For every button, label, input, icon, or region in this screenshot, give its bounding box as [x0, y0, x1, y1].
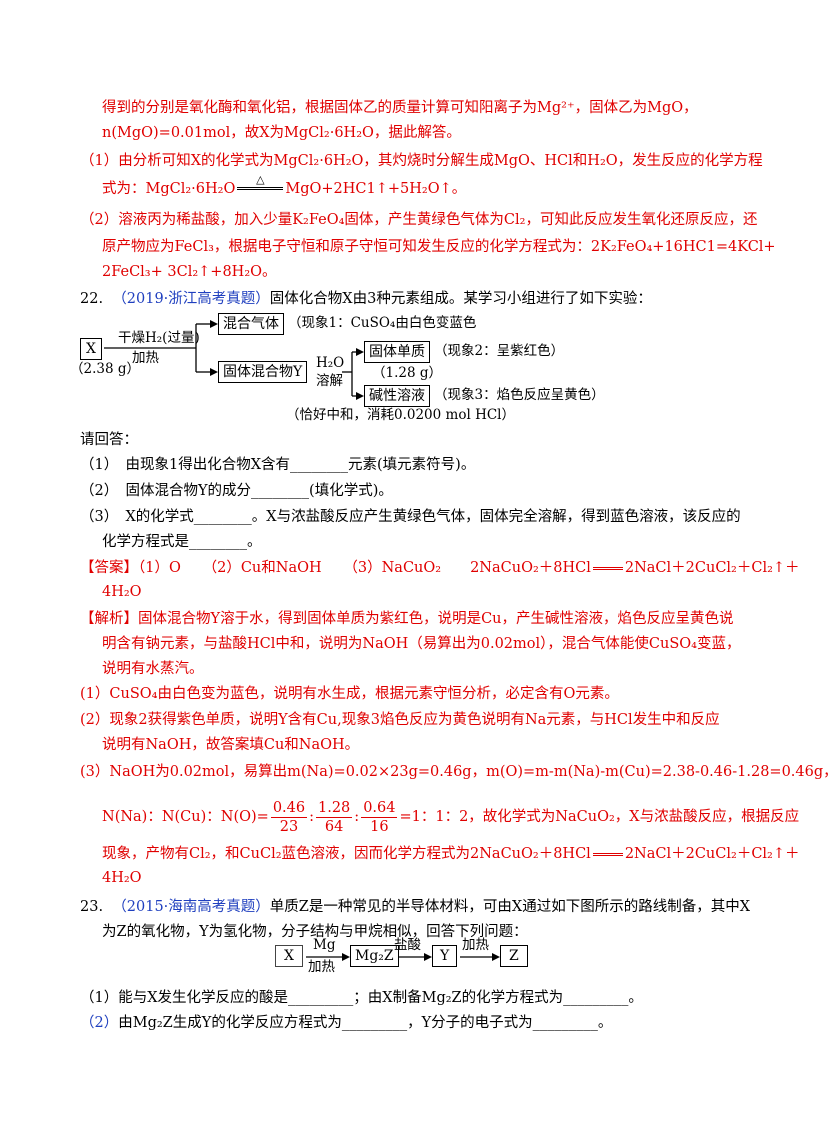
fraction-denominator: 23 [279, 818, 299, 835]
analysis-line: 现象，产物有Cl₂，和CuCl₂蓝色溶液，因而化学方程式为2NaCuO₂＋8HC… [102, 844, 800, 864]
answer-line: 4H₂O [102, 584, 142, 600]
text-line: （1）由分析可知X的化学式为MgCl₂·6H₂O，其灼烧时分解生成MgO、HCl… [80, 153, 763, 169]
y-box: Y [432, 945, 458, 967]
step2-reagent: 盐酸 [394, 937, 421, 953]
analysis-line: (3）NaOH为0.02mol，易算出m(Na)=0.02×23g=0.46g，… [80, 764, 838, 780]
fraction-numerator: 1.28 [316, 799, 353, 818]
step1-condition: 加热 [132, 350, 159, 366]
analysis-line: (2）现象2获得紫色单质，说明Y含有Cu,现象3焰色反应为黄色说明有Na元素，与… [80, 712, 720, 728]
mixed-gas-box: 混合气体 [218, 313, 284, 335]
sub-question-3: （3） X的化学式________。X与浓盐酸反应产生黄绿色气体，固体完全溶解，… [80, 509, 741, 525]
answer-text: （1）O （2）Cu和NaOH （3）NaCuO₂ 2NaCuO₂＋8HCl [138, 560, 591, 576]
analysis-text: 2NaCl＋2CuCl₂＋Cl₂↑＋ [624, 846, 800, 862]
sub-question-text: 由Mg₂Z生成Y的化学反应方程式为_________，Y分子的电子式为_____… [118, 1015, 613, 1031]
ratio-label: N(Na)：N(Cu)：N(O)= [102, 809, 269, 825]
analysis-text: 现象，产物有Cl₂，和CuCl₂蓝色溶液，因而化学方程式为2NaCuO₂＋8HC… [102, 846, 591, 862]
observation-3: （现象3：焰色反应呈黄色） [434, 387, 605, 403]
neutralization-note: （恰好中和，消耗0.0200 mol HCl） [286, 407, 515, 423]
analysis-tag: 【解析】 [80, 611, 138, 627]
element-mass-label: （1.28 g） [372, 365, 442, 381]
solid-element-box: 固体单质 [364, 341, 430, 363]
fraction-numerator: 0.64 [361, 799, 398, 818]
question-23-header: 23. （2015·海南高考真题）单质Z是一种常见的半导体材料，可由X通过如下图… [80, 897, 750, 917]
analysis-line: 说明有NaOH，故答案填Cu和NaOH。 [102, 737, 360, 753]
question-number: 22. [80, 291, 104, 307]
question-stem-cont: 为Z的氧化物，Y为氢化物，分子结构与甲烷相似，回答下列问题： [102, 924, 528, 940]
flow-arrows-23 [306, 953, 500, 961]
text-line: 得到的分别是氧化酶和氧化铝，根据固体乙的质量计算可知阳离子为Mg²⁺，固体乙为M… [102, 100, 698, 116]
prompt-label: 请回答： [80, 432, 138, 448]
equation-sign: △ [237, 173, 284, 196]
equals-bar [237, 187, 284, 190]
question-source[interactable]: （2019·浙江高考真题） [112, 291, 270, 307]
question-source[interactable]: （2015·海南高考真题） [112, 899, 270, 915]
step2-condition: 溶解 [316, 373, 343, 389]
fraction-denominator: 64 [324, 818, 344, 835]
equation-line: 式为：MgCl₂·6H₂O △ MgO+2HC1↑+5H₂O↑。 [102, 173, 467, 199]
sub-question-1: （1）能与X发生化学反应的酸是_________；由X制备Mg₂Z的化学方程式为… [80, 990, 643, 1006]
flow-arrows-22 [104, 320, 364, 400]
fraction-numerator: 0.46 [270, 799, 308, 818]
sub-question-2: （2）由Mg₂Z生成Y的化学反应方程式为_________，Y分子的电子式为__… [80, 1013, 612, 1033]
analysis-line: (1）CuSO₄由白色变为蓝色，说明有水生成，根据元素守恒分析，必定含有O元素。 [80, 686, 619, 702]
text-line: n(MgO)=0.01mol，故X为MgCl₂·6H₂O，据此解答。 [102, 125, 461, 141]
answer-text: 2NaCl＋2CuCl₂＋Cl₂↑＋ [624, 560, 800, 576]
equation-right: MgO+2HC1↑+5H₂O↑。 [285, 181, 467, 197]
compound-x-box: X [80, 338, 102, 360]
sub-question-number: （2） [80, 1015, 119, 1031]
text-line: 原产物应为FeCl₃，根据电子守恒和原子守恒可知发生反应的化学方程式为：2K₂F… [102, 239, 776, 255]
ratio-result: =1：1：2，故化学式为NaCuO₂，X与浓盐酸反应，根据反应 [399, 809, 800, 825]
question-22-header: 22. （2019·浙江高考真题）固体化合物X由3种元素组成。某学习小组进行了如… [80, 289, 652, 309]
answer-line: 【答案】（1）O （2）Cu和NaOH （3）NaCuO₂ 2NaCuO₂＋8H… [80, 558, 800, 578]
equals-bar [592, 566, 623, 570]
x-mass-label: （2.38 g） [70, 361, 140, 377]
question-number: 23. [80, 899, 104, 915]
text-line: 2FeCl₃+ 3Cl₂↑+8H₂O。 [102, 264, 277, 280]
mg2z-box: Mg₂Z [350, 945, 399, 967]
analysis-line: 【解析】固体混合物Y溶于水，得到固体单质为紫红色，说明是Cu，产生碱性溶液，焰色… [80, 609, 734, 629]
step1-condition: 加热 [308, 959, 335, 975]
answer-tag: 【答案】 [80, 560, 138, 576]
step2-reagent: H₂O [316, 355, 345, 371]
fraction-denominator: 16 [370, 818, 389, 835]
analysis-line: 说明有水蒸汽。 [102, 661, 204, 677]
sub-question-2: （2） 固体混合物Y的成分________(填化学式)。 [80, 483, 393, 499]
solid-mixture-y-box: 固体混合物Y [218, 361, 308, 383]
question-stem: 单质Z是一种常见的半导体材料，可由X通过如下图所示的路线制备，其中X [269, 899, 751, 915]
sub-question-1: （1） 由现象1得出化合物X含有________元素(填元素符号)。 [80, 457, 476, 473]
analysis-line: 4H₂O [102, 870, 142, 886]
step1-reagent: 干燥H₂(过量) [118, 330, 200, 346]
analysis-line: 明含有钠元素，与盐酸HCl中和，说明为NaOH（易算出为0.02mol），混合气… [102, 636, 741, 652]
alkaline-solution-box: 碱性溶液 [364, 385, 430, 407]
heat-condition: △ [256, 173, 265, 186]
x-box: X [275, 945, 303, 967]
sub-question-3-cont: 化学方程式是________。 [102, 534, 262, 550]
question-stem: 固体化合物X由3种元素组成。某学习小组进行了如下实验： [269, 291, 652, 307]
analysis-text: 固体混合物Y溶于水，得到固体单质为紫红色，说明是Cu，产生碱性溶液，焰色反应呈黄… [138, 611, 734, 627]
z-box: Z [500, 945, 528, 967]
step1-reagent: Mg [313, 937, 336, 953]
equation-left: 式为：MgCl₂·6H₂O [102, 181, 236, 197]
observation-2: （现象2：呈紫红色） [434, 343, 565, 359]
equals-bar [592, 852, 623, 856]
observation-1: （现象1：CuSO₄由白色变蓝色 [288, 315, 477, 331]
text-line: （2）溶液丙为稀盐酸，加入少量K₂FeO₄固体，产生黄绿色气体为Cl₂，可知此反… [80, 212, 758, 228]
step3-condition: 加热 [462, 937, 489, 953]
